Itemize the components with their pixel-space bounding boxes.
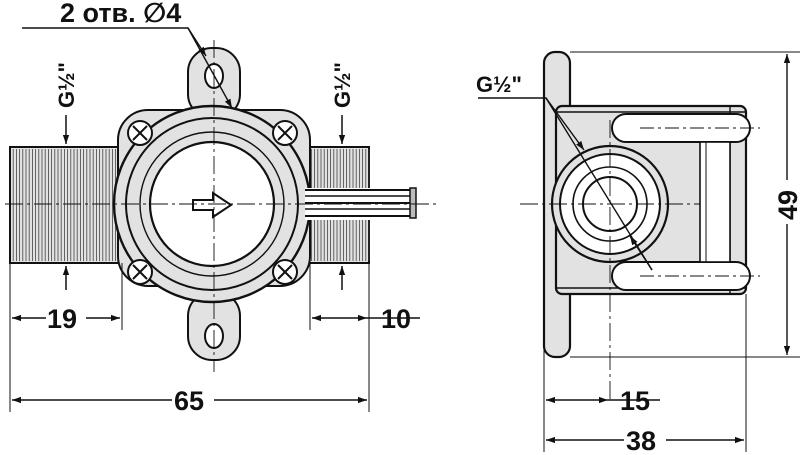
holes-leader-tick [187,27,207,57]
dim-65-label: 65 [174,386,204,416]
flow-direction-arrow-icon [192,191,233,219]
thread-label-right: G½" [330,62,355,108]
screw-bottom-right-icon [272,259,298,285]
side-dimensions: G½" 49 15 38 [476,51,800,455]
dim-49-label: 49 [773,190,800,220]
screw-top-left-icon [127,120,153,146]
thread-label-side: G½" [476,72,522,97]
side-inner-frame [699,141,731,263]
side-view [520,50,760,400]
screw-bottom-left-icon [127,259,153,285]
front-dimensions: 2 отв. ∅4 G½" G½" 19 10 65 [9,0,420,416]
screw-top-right-icon [272,120,298,146]
dim-10-label: 10 [381,304,411,334]
thread-label-left: G½" [54,62,79,108]
dim-38-label: 38 [626,426,656,455]
holes-callout-label: 2 отв. ∅4 [60,0,181,28]
left-threaded-pipe [9,146,123,264]
dim-19-label: 19 [47,304,77,334]
front-view [5,40,440,372]
side-upper-boss [611,113,751,143]
side-lower-boss [611,261,751,291]
dim-15-label: 15 [620,386,650,416]
